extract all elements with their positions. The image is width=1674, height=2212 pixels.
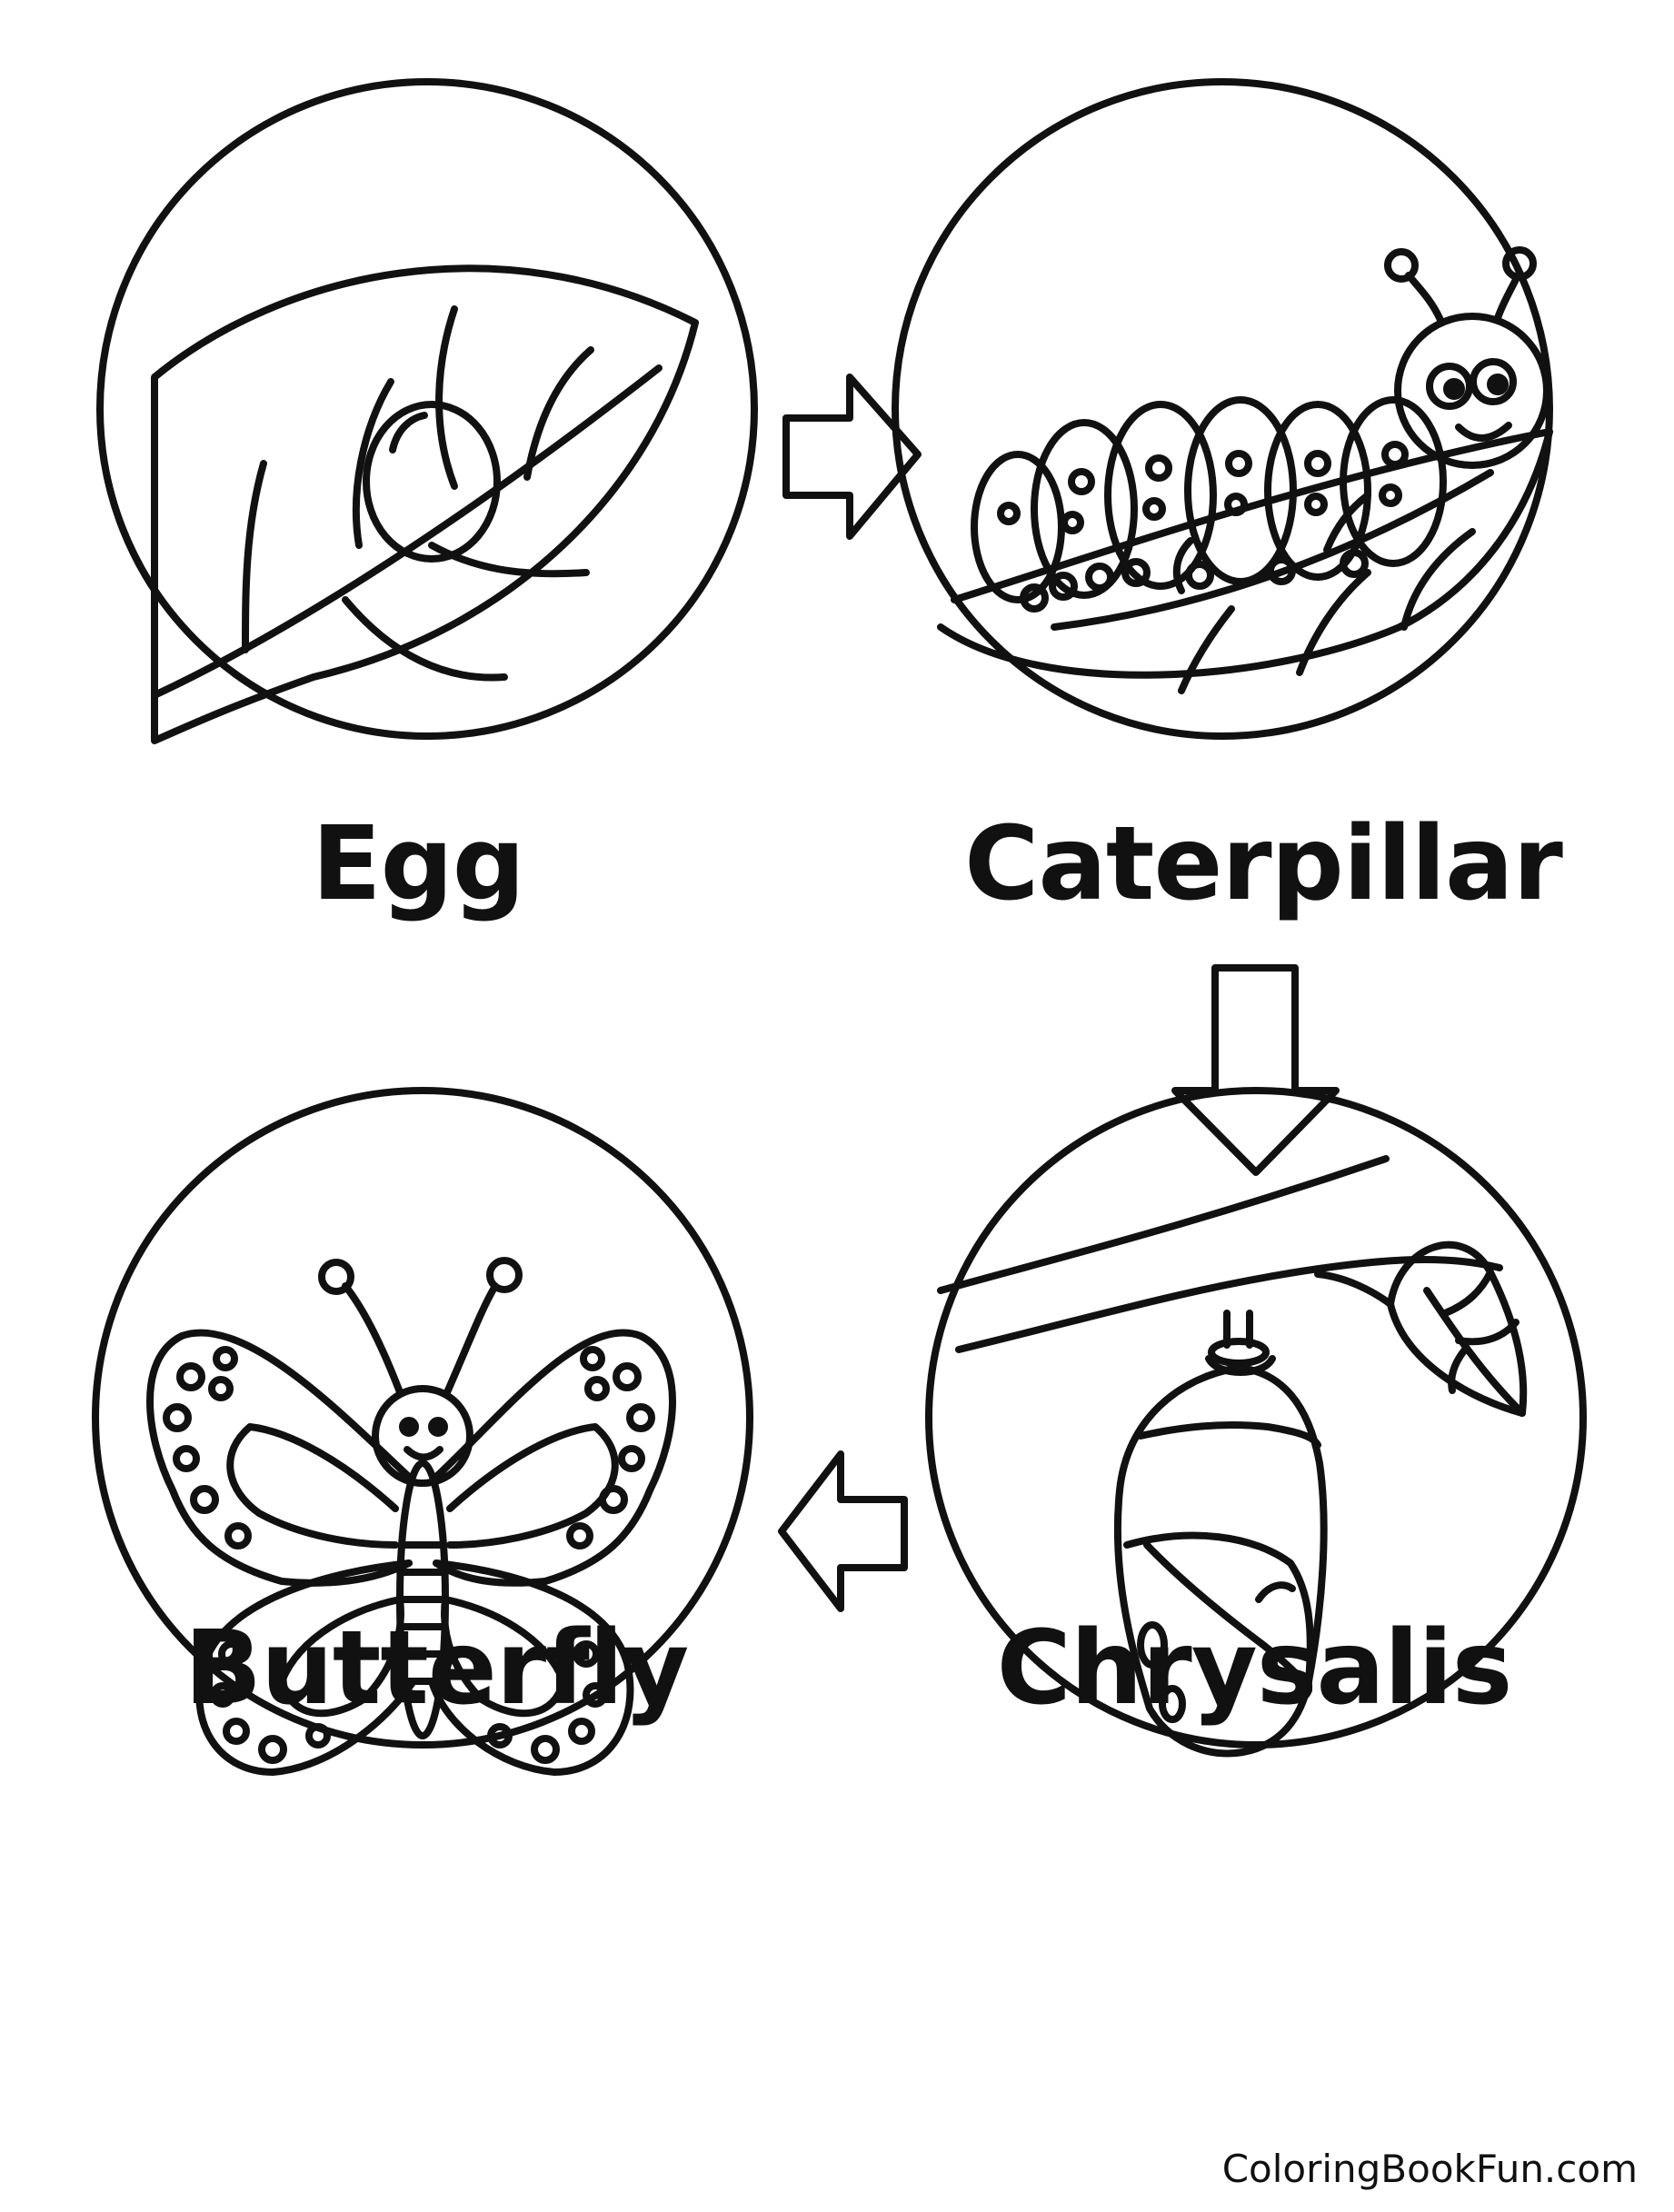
stage-label-chrysalis: Chrysalis — [996, 1609, 1513, 1728]
egg-circle — [96, 78, 758, 740]
small-leaf — [1387, 1241, 1528, 1417]
butterfly-head — [372, 1385, 473, 1487]
caterpillar-icon — [892, 78, 1553, 740]
leaf-outline — [151, 264, 699, 744]
stage-label-caterpillar: Caterpillar — [964, 805, 1563, 923]
butterfly-icon — [92, 1087, 753, 1776]
caterpillar-circle — [892, 78, 1553, 740]
leaf-midrib — [151, 364, 663, 699]
arrow-right-icon — [782, 374, 922, 540]
egg-on-leaf-icon — [96, 78, 758, 744]
branch — [937, 1155, 1390, 1294]
stage-label-butterfly: Butterfly — [184, 1609, 690, 1728]
arrow-left-icon — [778, 1450, 908, 1612]
stage-label-egg: Egg — [312, 805, 525, 923]
chrysalis-body — [1113, 1364, 1328, 1758]
butterfly-circle — [92, 1087, 753, 1749]
chrysalis-circle — [925, 1087, 1587, 1749]
watermark: ColoringBookFun.com — [1221, 2147, 1638, 2191]
chrysalis-icon — [925, 1087, 1587, 1758]
egg-icon — [363, 401, 501, 563]
arrow-down-icon — [1171, 964, 1340, 1176]
